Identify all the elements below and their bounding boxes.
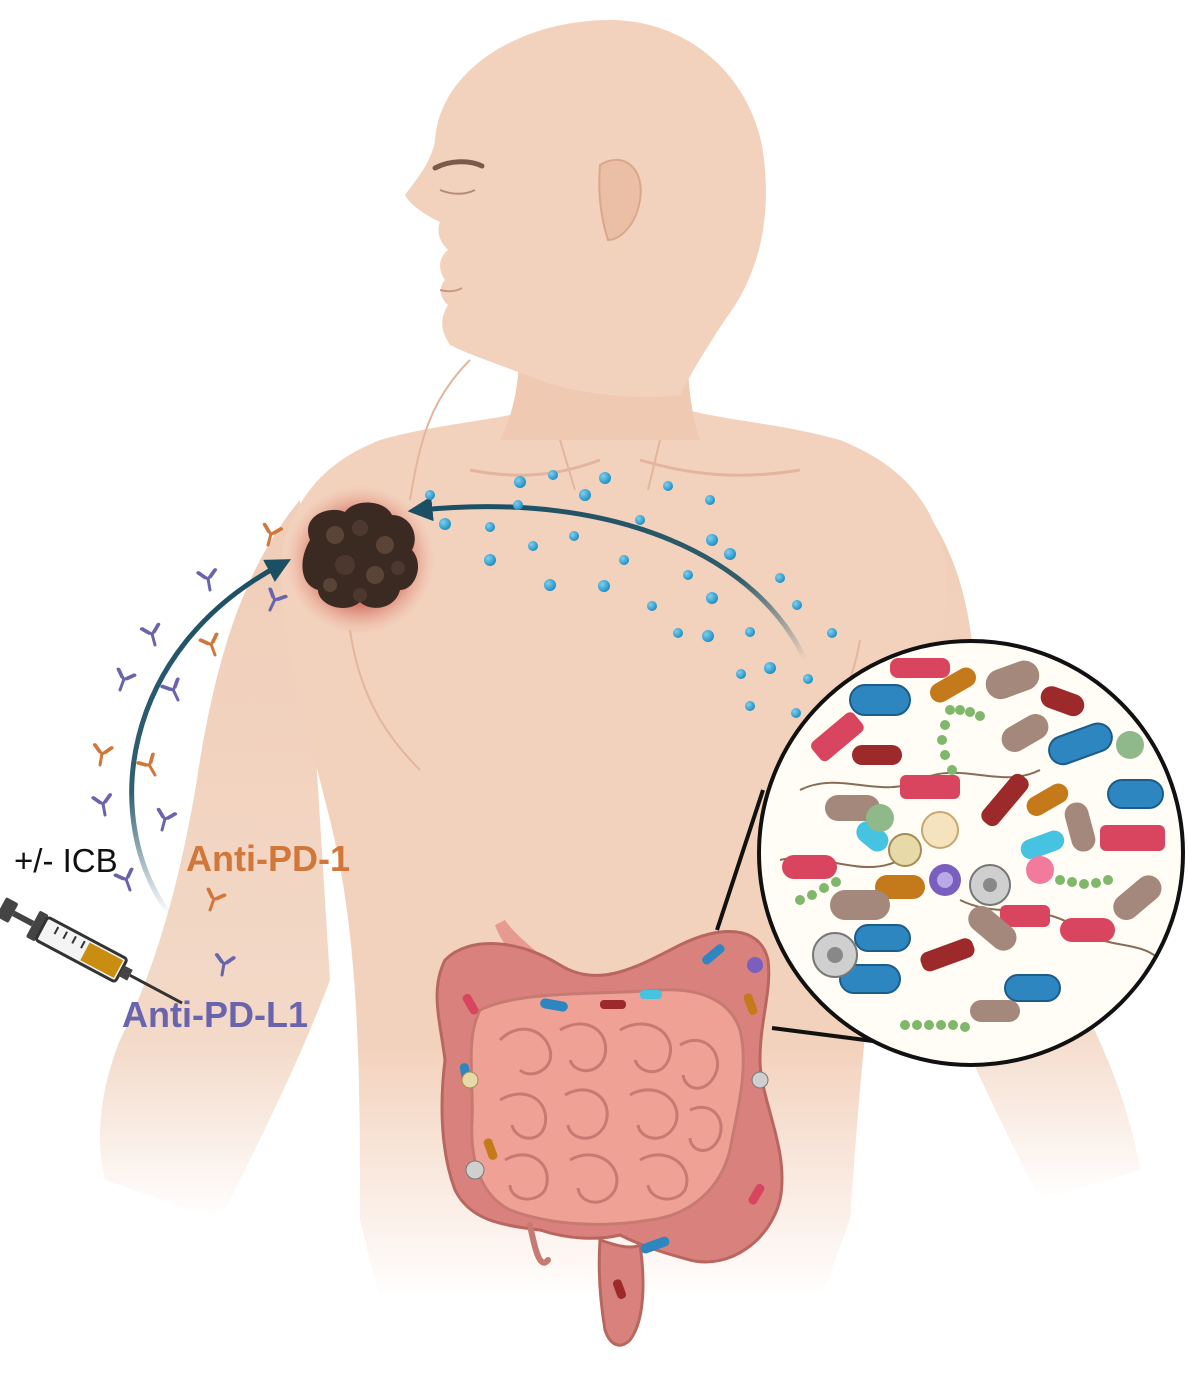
- intestine-icon: [435, 920, 784, 1347]
- magnifier-connector-top: [715, 789, 765, 931]
- antibody-arrow: [129, 559, 292, 917]
- icb-label: +/- ICB: [14, 842, 118, 879]
- tumor-icon: [285, 485, 435, 635]
- metabolite-arrow: [407, 496, 808, 662]
- microbiome-magnifier-icon: [757, 639, 1185, 1067]
- metabolite-dots: [425, 470, 837, 718]
- anti-pd1-label: Anti-PD-1: [186, 838, 350, 879]
- syringe-icon: [0, 897, 183, 1005]
- anti-pdl1-label: Anti-PD-L1: [122, 994, 308, 1035]
